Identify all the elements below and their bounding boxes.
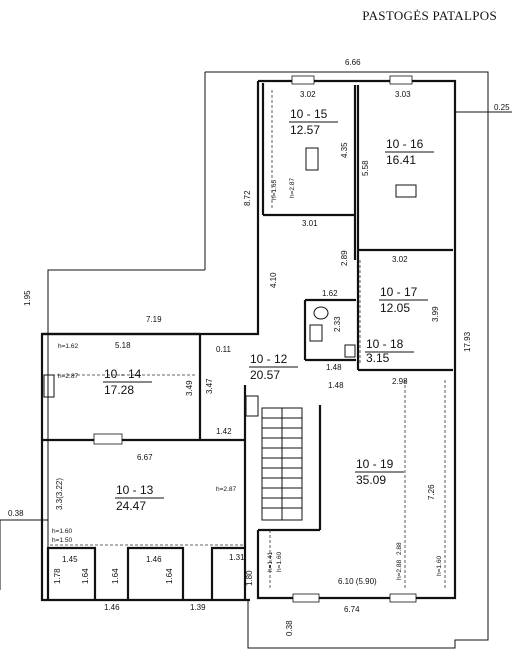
room-area-10-14: 17.28	[104, 383, 134, 397]
dashed-lines	[50, 90, 446, 590]
dim-6-66: 6.66	[345, 58, 361, 67]
dim-1-62: 1.62	[322, 289, 338, 298]
room-area-10-12: 20.57	[250, 368, 280, 382]
dim-7-19: 7.19	[146, 315, 162, 324]
height-2-88: h=2.88	[396, 560, 403, 580]
room-area-10-19: 35.09	[356, 473, 386, 487]
bottom-niches	[46, 546, 244, 600]
dim-1-42: 1.42	[216, 427, 232, 436]
dim-2-98: 2.98	[392, 377, 408, 386]
dim-1-31: 1.31	[229, 553, 245, 562]
dim-3-02a: 3.02	[300, 90, 316, 99]
room-area-10-13: 24.47	[116, 499, 146, 513]
height-2-87c: h=2.87	[216, 486, 236, 493]
dim-1-46b: 1.46	[104, 603, 120, 612]
building-walls	[40, 79, 457, 602]
dim-6-67: 6.67	[137, 453, 153, 462]
height-1-62: h=1.62	[58, 343, 78, 350]
dim-3-47: 3.47	[205, 378, 214, 394]
height-1-50: h=1.50	[52, 537, 72, 544]
dim-3-01: 3.01	[302, 219, 318, 228]
dim-5-18: 5.18	[115, 341, 131, 350]
dim-1-39: 1.39	[190, 603, 206, 612]
dim-1-95: 1.95	[23, 290, 32, 306]
room-labels: 10 - 15 12.57 10 - 16 16.41 10 - 17 12.0…	[103, 107, 434, 513]
dim-1-45: 1.45	[62, 555, 78, 564]
room-area-10-15: 12.57	[290, 123, 320, 137]
room-area-10-17: 12.05	[380, 301, 410, 315]
dim-6-74: 6.74	[344, 605, 360, 614]
dim-4-35: 4.35	[340, 142, 349, 158]
dim-0-38a: 0.38	[8, 509, 24, 518]
windows	[93, 75, 417, 603]
dim-3-99: 3.99	[431, 306, 440, 322]
dim-1-46a: 1.46	[146, 555, 162, 564]
fixtures	[43, 147, 417, 417]
room-id-10-16: 10 - 16	[386, 137, 424, 151]
dim-1-48b: 1.48	[328, 381, 344, 390]
room-id-10-17: 10 - 17	[380, 285, 418, 299]
room-id-10-13: 10 - 13	[116, 483, 154, 497]
dim-0-25: 0.25	[494, 103, 510, 112]
dim-1-80: 1.80	[245, 570, 254, 586]
dim-2-88: 2.88	[396, 542, 403, 555]
dim-7-26: 7.26	[427, 484, 436, 500]
room-id-10-15: 10 - 15	[290, 107, 328, 121]
room-area-10-16: 16.41	[386, 153, 416, 167]
room-id-10-12: 10 - 12	[250, 352, 288, 366]
dim-2-89: 2.89	[340, 250, 349, 266]
dim-3-3-3-22: 3.3(3.22)	[55, 478, 64, 510]
dim-5-58: 5.58	[361, 160, 370, 176]
dim-3-02b: 3.02	[392, 255, 408, 264]
staircase	[261, 407, 303, 521]
dim-3-49a: 3.49	[185, 380, 194, 396]
dim-3-03: 3.03	[395, 90, 411, 99]
dim-1-78: 1.78	[53, 568, 62, 584]
room-area-10-18: 3.15	[366, 351, 390, 365]
dim-17-93: 17.93	[463, 331, 472, 352]
dim-0-38b: 0.38	[285, 620, 294, 636]
dim-1-64a: 1.64	[81, 568, 90, 584]
height-1-41: h=1.41	[267, 552, 274, 572]
room-id-10-18: 10 - 18	[366, 337, 404, 351]
height-2-87b: h=2.87	[58, 373, 78, 380]
height-1-65: h=1.65	[271, 180, 278, 200]
dim-6-10-5-90: 6.10 (5.90)	[338, 577, 377, 586]
height-1-60c: h=1.60	[436, 556, 443, 576]
dim-1-48a: 1.48	[326, 363, 342, 372]
dim-4-10: 4.10	[269, 272, 278, 288]
height-labels: h=1.65 h=2.87 h=1.62 h=2.87 h=2.87 h=1.6…	[52, 178, 443, 580]
dim-1-64b: 1.64	[111, 568, 120, 584]
dim-1-64c: 1.64	[165, 568, 174, 584]
dimensions: 6.66 0.25 3.02 3.03 4.35 5.58 8.72 3.01 …	[8, 58, 512, 636]
page-title: PASTOGĖS PATALPOS	[362, 8, 497, 23]
room-id-10-14: 10 - 14	[104, 367, 142, 381]
dim-8-72: 8.72	[243, 190, 252, 206]
height-1-60a: h=1.60	[52, 528, 72, 535]
height-2-87a: h=2.87	[289, 178, 296, 198]
height-1-60b: h=1.60	[276, 552, 283, 572]
dim-2-33: 2.33	[333, 316, 342, 332]
dim-0-11: 0.11	[216, 345, 232, 354]
room-id-10-19: 10 - 19	[356, 457, 394, 471]
